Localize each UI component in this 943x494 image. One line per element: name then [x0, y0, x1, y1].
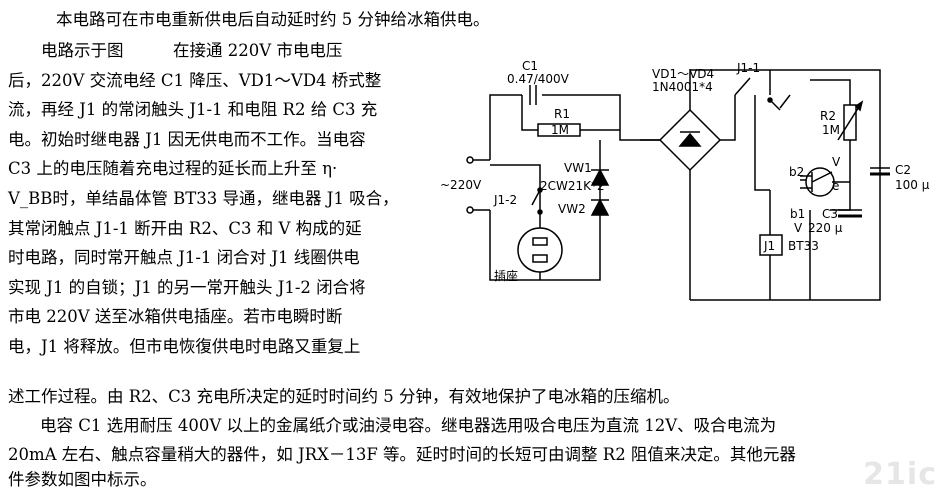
- watermark-logo: 21ic: [863, 457, 937, 492]
- label-j1-2: J1-2: [493, 193, 517, 207]
- power-socket: [517, 227, 563, 273]
- label-b2: b2: [789, 165, 804, 179]
- text-line-10: 市电 220V 送至冰箱供电插座。若市电瞬时断: [8, 307, 343, 327]
- label-c2-value: 100 μ: [895, 178, 930, 192]
- text-line-15: 件参数如图中标示。: [8, 470, 157, 489]
- label-c3: C3: [822, 207, 838, 221]
- text-line-6: V_BB时，单结晶体管 BT33 导通，继电器 J1 吸合，: [8, 188, 399, 208]
- intro-text: 本电路可在市电重新供电后自动延时约 5 分钟给冰箱供电。: [56, 10, 490, 29]
- label-bridge-value: 1N4001*4: [652, 80, 713, 94]
- text-line-13: 电容 C1 选用耐压 400V 以上的金属纸介或油浸电容。继电器选用吸合电压为直…: [40, 416, 777, 435]
- unijunction-bt33: [800, 167, 850, 197]
- bridge-rectifier: [658, 108, 722, 172]
- label-j1-1: J1-1: [736, 61, 760, 75]
- label-e: e: [832, 179, 839, 193]
- relay-contact-j1-1: [734, 77, 781, 111]
- text-line-3: 流，再经 J1 的常闭触头 J1-1 和电阻 R2 给 C3 充: [8, 100, 378, 120]
- text-line-7: 其常闭触点 J1-1 断开由 R2、C3 和 V 构成的延: [8, 218, 362, 238]
- text-line-11: 电，J1 将释放。但市电恢復供电时电路又重复上: [8, 336, 361, 356]
- label-c3-value: 220 μ: [808, 221, 843, 235]
- label-v2: V: [794, 221, 803, 235]
- potentiometer-r2: [837, 100, 864, 141]
- label-r1: R1: [554, 107, 570, 121]
- label-ac: ~220V: [440, 178, 482, 192]
- text-line-12: 述工作过程。由 R2、C3 充电所决定的延时时间约 5 分钟，有效地保护了电冰箱…: [8, 387, 680, 406]
- relay-coil-j1: [759, 234, 783, 256]
- label-c1-value: 0.47/400V: [507, 72, 570, 86]
- label-vw1: VW1: [564, 161, 592, 175]
- capacitor-c1: [529, 85, 537, 105]
- label-bridge: VD1～VD4: [652, 67, 714, 81]
- text-line-4: 电。初始时继电器 J1 因无供电而不工作。当电容: [8, 129, 366, 149]
- label-vw2: VW2: [558, 202, 586, 216]
- wires: [470, 69, 881, 301]
- label-j1: J1: [763, 239, 775, 253]
- text-line-2: 后，220V 交流电经 C1 降压、VD1～VD4 桥式整: [8, 70, 382, 90]
- label-c1: C1: [522, 59, 538, 73]
- capacitor-c3: [838, 209, 862, 218]
- label-socket: 插座: [494, 268, 518, 283]
- label-r1-value: 1M: [551, 123, 569, 137]
- resistor-r1: [537, 123, 581, 137]
- left-paragraph: 电路示于图 在接通 220V 市电电压 后，220V 交流电经 C1 降压、VD…: [8, 36, 448, 362]
- capacitor-c2: [870, 167, 890, 176]
- label-c2: C2: [895, 163, 911, 177]
- label-r2-value: 1M: [822, 123, 840, 137]
- text-line-14: 20mA 左右、触点容量稍大的器件，如 JRX－13F 等。延时时间的长短可由调…: [8, 445, 796, 464]
- text-line-5: C3 上的电压随着充电过程的延长而上升至 η·: [8, 159, 338, 179]
- label-b1: b1: [790, 207, 805, 221]
- label-r2: R2: [820, 109, 836, 123]
- label-zener-value: 2CW21K*2: [540, 179, 605, 193]
- ac-terminal-top: [466, 156, 474, 164]
- text-line-1: 电路示于图 在接通 220V 市电电压: [41, 41, 343, 60]
- text-line-8: 时电路，同时常开触点 J1-1 闭合对 J1 线圈供电: [8, 248, 360, 268]
- label-v: V: [832, 155, 841, 169]
- relay-contact-j1-2: [531, 187, 543, 215]
- zener-vw2: [590, 198, 610, 216]
- label-bt33: BT33: [788, 239, 819, 253]
- ac-terminal-bottom: [466, 206, 474, 214]
- text-line-9: 实现 J1 的自锁；J1 的另一常开触头 J1-2 闭合将: [8, 277, 366, 297]
